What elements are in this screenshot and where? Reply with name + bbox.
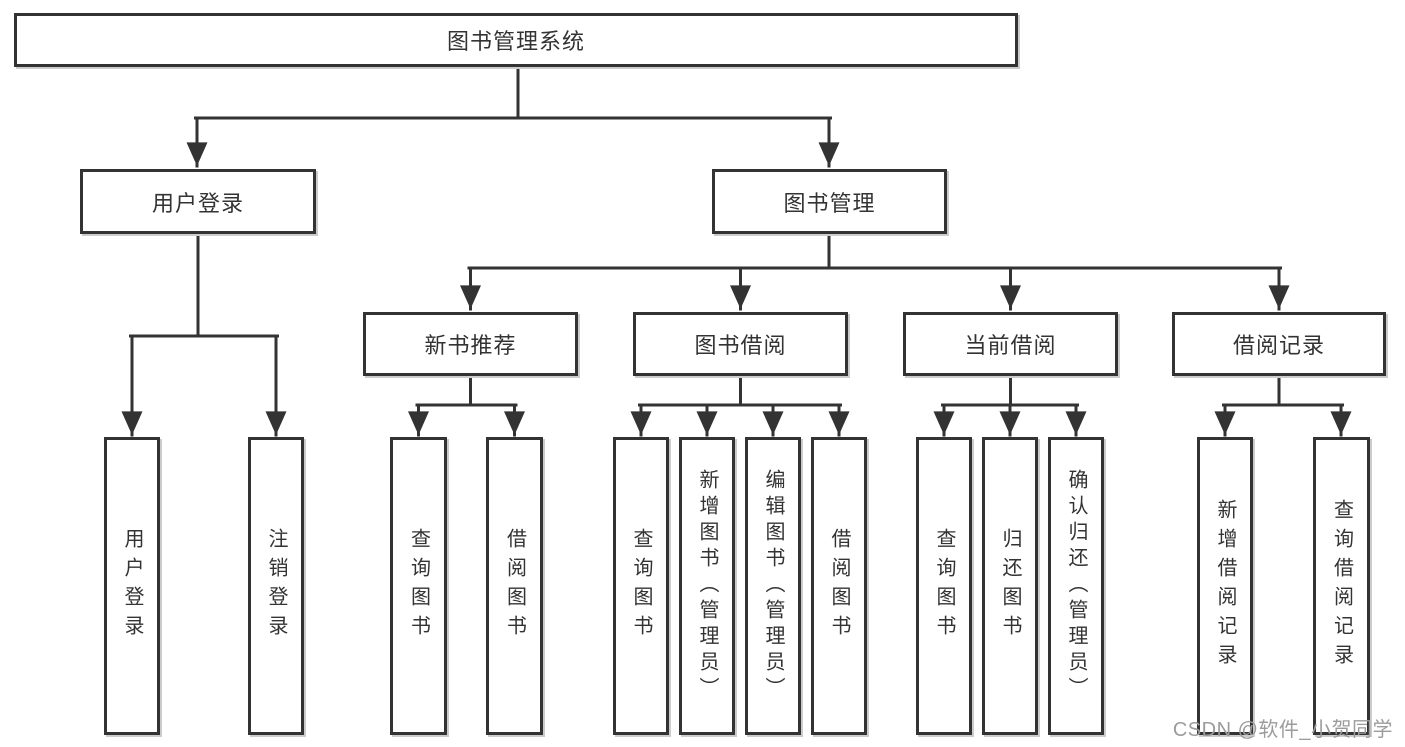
node-user-login: 用户登录	[80, 169, 316, 234]
node-user-login-label: 用户登录	[151, 190, 244, 216]
leaf-query-book-recommend-label: 查询图书	[407, 528, 430, 644]
leaf-add-borrow-record: 新增借阅记录	[1197, 437, 1253, 735]
csdn-watermark: CSDN @软件_小贺同学	[1172, 719, 1393, 741]
leaf-user-login: 用户登录	[104, 437, 160, 735]
node-current-borrow-label: 当前借阅	[964, 333, 1057, 358]
leaf-query-book-borrow: 查询图书	[613, 437, 669, 735]
leaf-edit-book-admin-label: 编辑图书（管理员）	[762, 469, 784, 703]
leaf-borrow-book-label: 借阅图书	[828, 528, 850, 644]
leaf-confirm-return-admin-label: 确认归还（管理员）	[1065, 469, 1087, 703]
leaf-query-book-current-label: 查询图书	[933, 528, 955, 644]
leaf-query-book-borrow-label: 查询图书	[630, 528, 652, 644]
node-book-management-label: 图书管理	[783, 190, 876, 216]
leaf-add-borrow-record-label: 新增借阅记录	[1214, 499, 1236, 673]
node-root-system: 图书管理系统	[14, 13, 1018, 67]
node-root-system-label: 图书管理系统	[446, 29, 585, 54]
node-book-borrow: 图书借阅	[633, 312, 848, 376]
leaf-borrow-book-recommend-label: 借阅图书	[503, 528, 526, 644]
node-book-management: 图书管理	[712, 169, 947, 234]
leaf-confirm-return-admin: 确认归还（管理员）	[1048, 437, 1104, 735]
node-borrow-records: 借阅记录	[1172, 312, 1386, 376]
leaf-add-book-admin: 新增图书（管理员）	[679, 437, 735, 735]
leaf-user-login-label: 用户登录	[121, 528, 143, 644]
node-book-borrow-label: 图书借阅	[694, 333, 787, 358]
leaf-borrow-book: 借阅图书	[811, 437, 867, 735]
leaf-return-book: 归还图书	[982, 437, 1038, 735]
node-new-book-recommend: 新书推荐	[363, 312, 578, 376]
leaf-query-borrow-record-label: 查询借阅记录	[1330, 499, 1353, 673]
node-new-book-recommend-label: 新书推荐	[424, 333, 517, 358]
node-current-borrow: 当前借阅	[903, 312, 1118, 376]
leaf-edit-book-admin: 编辑图书（管理员）	[745, 437, 801, 735]
leaf-query-book-recommend: 查询图书	[390, 437, 447, 735]
leaf-borrow-book-recommend: 借阅图书	[486, 437, 543, 735]
leaf-logout: 注销登录	[248, 437, 304, 735]
leaf-query-book-current: 查询图书	[916, 437, 972, 735]
leaf-return-book-label: 归还图书	[999, 528, 1021, 644]
node-borrow-records-label: 借阅记录	[1232, 333, 1325, 358]
leaf-query-borrow-record: 查询借阅记录	[1313, 437, 1370, 735]
leaf-logout-label: 注销登录	[265, 528, 287, 644]
leaf-add-book-admin-label: 新增图书（管理员）	[696, 469, 718, 703]
